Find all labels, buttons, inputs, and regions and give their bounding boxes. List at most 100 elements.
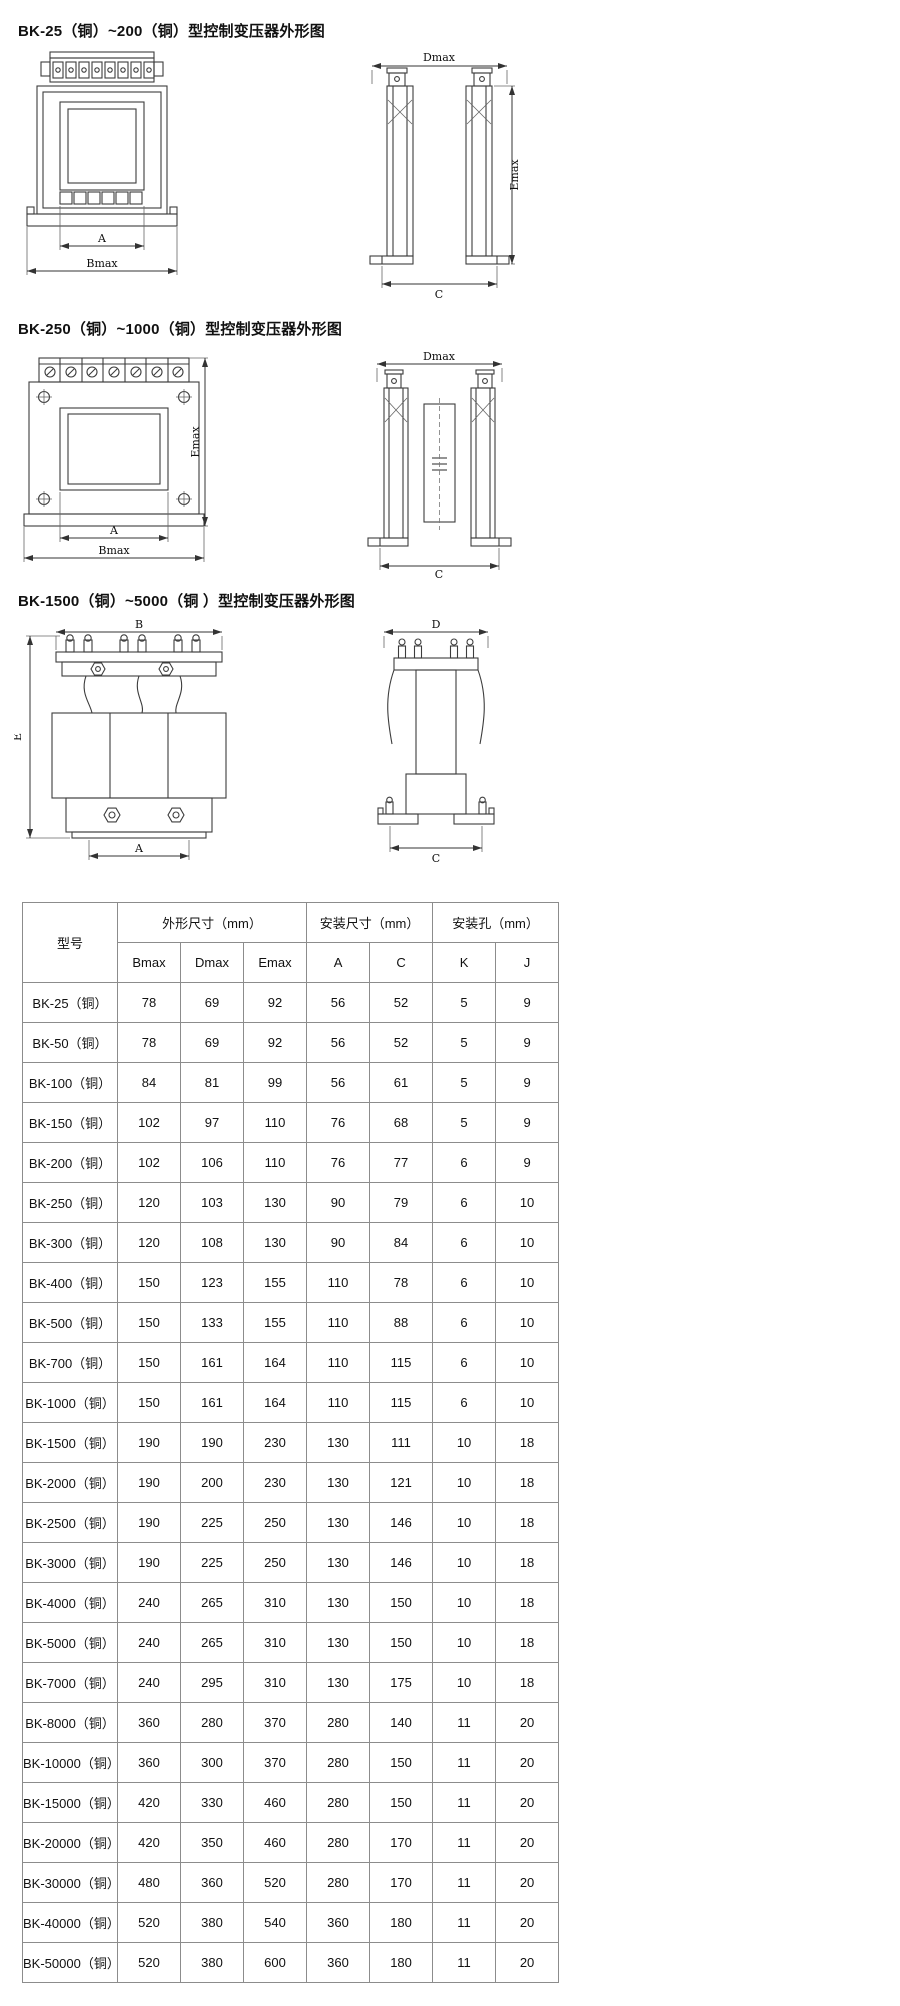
value-cell: 265 <box>180 1622 244 1663</box>
value-cell: 130 <box>306 1502 371 1543</box>
value-cell: 180 <box>369 1942 434 1983</box>
value-cell: 110 <box>242 1102 308 1143</box>
lower-body <box>405 773 467 815</box>
feet <box>377 796 495 825</box>
side-view-drawing-2: Dmax <box>367 350 512 580</box>
value-cell: 5 <box>432 982 497 1023</box>
value-cell: 18 <box>495 1662 560 1703</box>
value-cell: 600 <box>242 1942 308 1983</box>
value-cell: 130 <box>306 1422 371 1463</box>
value-cell: 18 <box>495 1502 560 1543</box>
value-cell: 360 <box>117 1702 181 1743</box>
value-cell: 61 <box>369 1062 434 1103</box>
value-cell: 190 <box>117 1462 181 1503</box>
value-cell: 380 <box>180 1902 244 1943</box>
value-cell: 9 <box>495 1142 560 1183</box>
value-cell: 161 <box>180 1382 244 1423</box>
value-cell: 190 <box>117 1542 181 1583</box>
value-cell: 18 <box>495 1542 560 1583</box>
value-cell: 280 <box>306 1742 371 1783</box>
model-cell: BK-1000（铜） <box>22 1382 118 1423</box>
section-3-title: BK-1500（铜）~5000（铜 ）型控制变压器外形图 <box>18 593 355 610</box>
value-cell: 78 <box>117 982 181 1023</box>
value-cell: 150 <box>117 1382 181 1423</box>
value-cell: 360 <box>117 1742 181 1783</box>
value-cell: 79 <box>369 1182 434 1223</box>
value-cell: 10 <box>495 1342 560 1383</box>
model-cell: BK-8000（铜） <box>22 1702 118 1743</box>
model-cell: BK-150（铜） <box>22 1102 118 1143</box>
value-cell: 10 <box>495 1182 560 1223</box>
value-cell: 300 <box>180 1742 244 1783</box>
value-cell: 520 <box>117 1902 181 1943</box>
value-cell: 10 <box>495 1302 560 1343</box>
dim-label-a: A <box>134 842 144 855</box>
value-cell: 161 <box>180 1342 244 1383</box>
value-cell: 20 <box>495 1822 560 1863</box>
value-cell: 250 <box>242 1502 308 1543</box>
value-cell: 130 <box>306 1542 371 1583</box>
value-cell: 130 <box>306 1462 371 1503</box>
model-cell: BK-2500（铜） <box>22 1502 118 1543</box>
core-body <box>36 85 168 215</box>
model-cell: BK-1500（铜） <box>22 1422 118 1463</box>
model-cell: BK-4000（铜） <box>22 1582 118 1623</box>
value-cell: 11 <box>432 1942 497 1983</box>
base-plate <box>26 206 178 227</box>
value-cell: 10 <box>432 1502 497 1543</box>
value-cell: 76 <box>306 1102 371 1143</box>
value-cell: 108 <box>180 1222 244 1263</box>
model-cell: BK-40000（铜） <box>22 1902 120 1943</box>
value-cell: 11 <box>432 1742 497 1783</box>
value-cell: 146 <box>369 1502 434 1543</box>
value-cell: 10 <box>495 1382 560 1423</box>
model-cell: BK-5000（铜） <box>22 1622 118 1663</box>
value-cell: 175 <box>369 1662 434 1703</box>
value-cell: 280 <box>180 1702 244 1743</box>
terminal-strip <box>38 357 190 383</box>
value-cell: 130 <box>306 1582 371 1623</box>
value-cell: 164 <box>242 1382 308 1423</box>
value-cell: 200 <box>180 1462 244 1503</box>
value-cell: 6 <box>432 1342 497 1383</box>
value-cell: 310 <box>242 1662 308 1703</box>
value-cell: 11 <box>432 1822 497 1863</box>
value-cell: 190 <box>180 1422 244 1463</box>
value-cell: 68 <box>369 1102 434 1143</box>
value-cell: 170 <box>369 1862 434 1903</box>
value-cell: 5 <box>432 1062 497 1103</box>
value-cell: 11 <box>432 1702 497 1743</box>
value-cell: 240 <box>117 1582 181 1623</box>
value-cell: 110 <box>306 1342 371 1383</box>
dim-label-emax: Emax <box>189 426 202 458</box>
value-cell: 11 <box>432 1902 497 1943</box>
value-cell: 110 <box>306 1382 371 1423</box>
value-cell: 150 <box>369 1742 434 1783</box>
extension-lines-e <box>26 635 70 839</box>
dim-label-c: C <box>432 852 440 865</box>
lead-wires <box>387 669 485 745</box>
extension-lines-c <box>379 548 500 570</box>
value-cell: 123 <box>180 1262 244 1303</box>
core-column <box>415 669 457 775</box>
hole-crosshairs <box>36 389 192 507</box>
section-1-title: BK-25（铜）~200（铜）型控制变压器外形图 <box>18 23 325 40</box>
value-cell: 420 <box>117 1822 181 1863</box>
value-cell: 295 <box>180 1662 244 1703</box>
value-cell: 106 <box>180 1142 244 1183</box>
value-cell: 92 <box>242 982 308 1023</box>
value-cell: 130 <box>242 1182 308 1223</box>
model-cell: BK-500（铜） <box>22 1302 118 1343</box>
value-cell: 280 <box>306 1862 371 1903</box>
model-cell: BK-7000（铜） <box>22 1662 118 1703</box>
value-cell: 20 <box>495 1942 560 1983</box>
